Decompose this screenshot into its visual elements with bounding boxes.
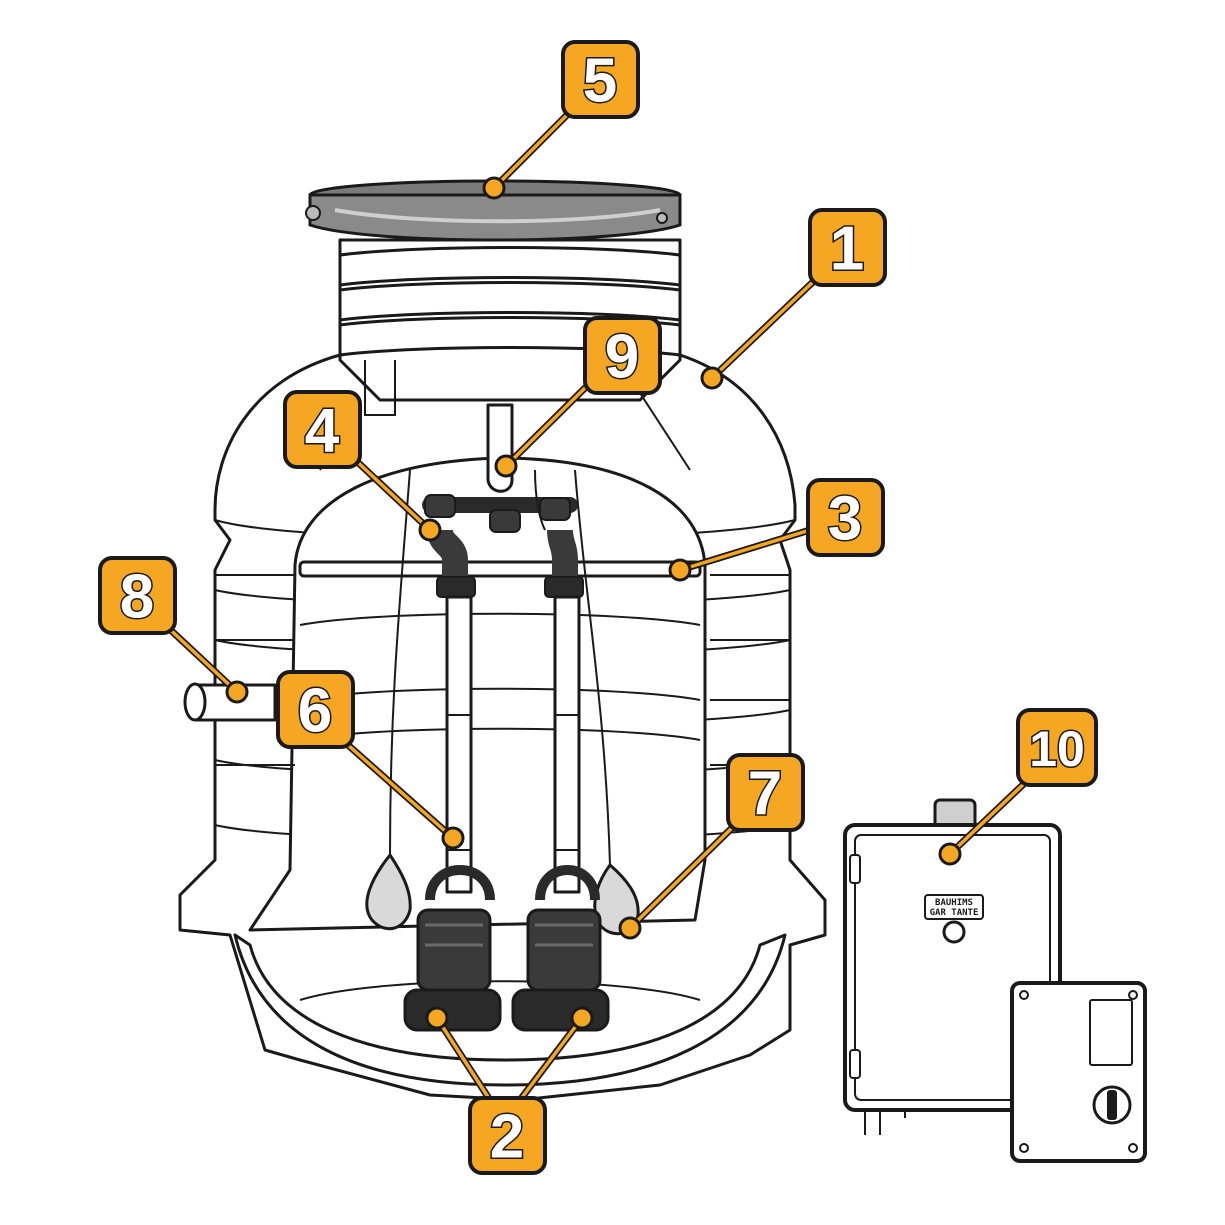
callout-5: 5 [561,40,640,119]
anchor-dot-1 [700,366,724,390]
float-switches [365,852,640,936]
hanger-hook [486,403,514,493]
callout-7-number: 7 [748,760,782,829]
callout-1-number: 1 [830,215,864,284]
callout-10-number: 10 [1029,721,1085,777]
anchor-dots [225,176,962,1030]
anchor-dot-6 [441,826,465,850]
anchor-dot-8 [225,680,249,704]
callout-4: 4 [283,390,362,469]
anchor-dot-2a [425,1006,449,1030]
callout-7: 7 [726,753,805,832]
anchor-dot-4 [418,518,442,542]
callout-6-number: 6 [298,677,332,746]
control-box-label-1: BAUHIMS [935,898,973,908]
callout-1: 1 [808,208,887,287]
callout-2-number: 2 [490,1103,524,1172]
callout-10: 10 [1016,708,1098,787]
callout-9-number: 9 [605,323,639,392]
callout-8: 8 [98,556,177,635]
anchor-dot-10 [938,842,962,866]
anchor-dot-3 [668,558,692,582]
callout-3-number: 3 [828,485,862,554]
anchor-dot-7 [618,916,642,940]
callout-5-number: 5 [583,47,617,116]
callout-4-number: 4 [305,397,340,466]
callout-8-number: 8 [120,563,154,632]
control-box-label-2: GAR TANTE [930,908,979,918]
anchor-dot-5 [482,176,506,200]
callout-2: 2 [468,1096,547,1175]
callout-3: 3 [806,478,885,557]
callout-9: 9 [583,316,662,395]
control-panel-large: BAUHIMS GAR TANTE [843,798,1062,1135]
anchor-dot-2b [570,1006,594,1030]
leader-lines [158,108,1034,1104]
callout-6: 6 [276,670,355,749]
anchor-dot-9 [494,454,518,478]
control-panel-small [1010,981,1147,1163]
